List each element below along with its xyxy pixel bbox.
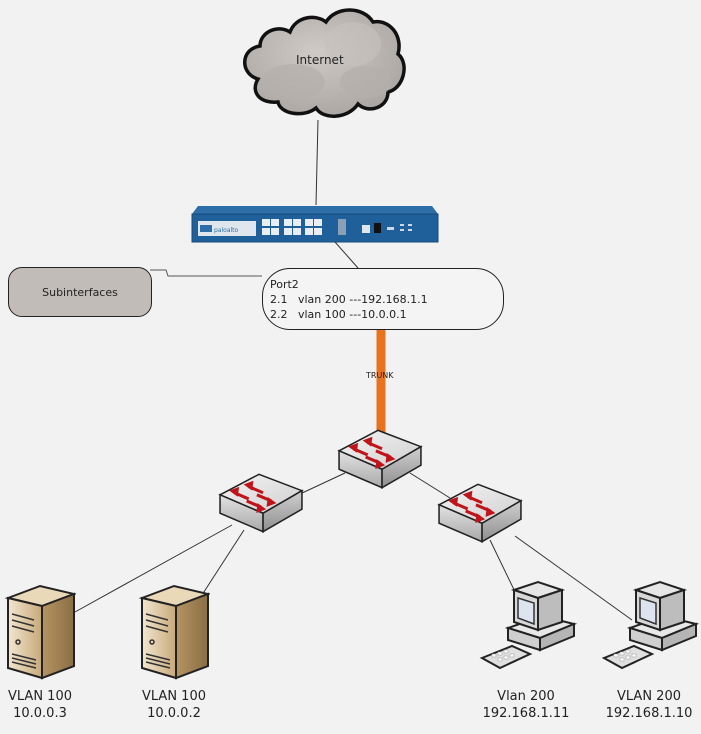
link-cloud-firewall: [315, 119, 319, 206]
link-firewall-port: [334, 241, 359, 269]
workstation-1-label: Vlan 200 192.168.1.11: [476, 688, 576, 722]
server-2-label: VLAN 100 10.0.0.2: [134, 688, 214, 722]
server-1-label: VLAN 100 10.0.0.3: [0, 688, 80, 722]
workstation-2-label: VLAN 200 192.168.1.10: [598, 688, 700, 722]
core-switch-icon: [337, 428, 423, 490]
server-2-ip: 10.0.0.2: [147, 706, 201, 721]
server-1-vlan: VLAN 100: [8, 689, 72, 704]
server-1-ip: 10.0.0.3: [13, 706, 67, 721]
port2-title: Port2: [270, 278, 299, 291]
subinterfaces-box: Subinterfaces: [8, 267, 152, 317]
link-subinterfaces-port: [150, 269, 262, 277]
link-left-server2: [199, 529, 245, 599]
right-switch-icon: [437, 482, 523, 544]
server-icon: [141, 585, 209, 679]
svg-text:paloalto: paloalto: [214, 227, 239, 234]
internet-label: Internet: [296, 53, 344, 67]
workstation-2-vlan: VLAN 200: [617, 689, 681, 704]
link-left-server1: [74, 524, 233, 613]
link-right-pc2: [514, 535, 633, 621]
link-core-left: [299, 472, 346, 495]
workstation-1-ip: 192.168.1.11: [482, 706, 570, 721]
port2-subinterface-2-1: 2.1 vlan 200 ---192.168.1.1: [270, 293, 428, 306]
firewall-appliance-icon: paloalto: [191, 206, 439, 243]
port2-callout: Port2 2.1 vlan 200 ---192.168.1.1 2.2 vl…: [262, 268, 504, 330]
left-switch-icon: [218, 472, 304, 534]
port2-subinterface-2-2: 2.2 vlan 100 ---10.0.0.1: [270, 308, 407, 321]
workstation-icon: [481, 581, 575, 669]
trunk-label: TRUNK: [366, 371, 394, 380]
internet-cloud-icon: [243, 8, 406, 118]
link-core-right: [409, 472, 451, 499]
workstation-2-ip: 192.168.1.10: [605, 706, 693, 721]
server-icon: [7, 585, 75, 679]
link-right-pc1: [489, 539, 519, 599]
server-2-vlan: VLAN 100: [142, 689, 206, 704]
subinterfaces-label: Subinterfaces: [42, 285, 118, 299]
workstation-1-vlan: Vlan 200: [497, 689, 555, 704]
workstation-icon: [603, 581, 697, 669]
